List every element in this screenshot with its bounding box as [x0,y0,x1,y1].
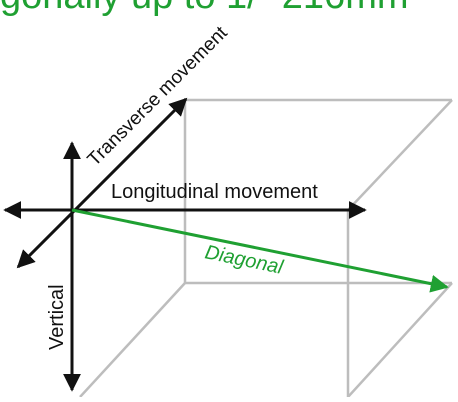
diagonal-arrow [71,208,449,293]
axis-arrows [3,97,367,392]
box-edge-bottom-right-diagonal [347,282,453,398]
transverse-label: Transverse movement [84,22,233,171]
page-title: gonally up to 1/" 216mm [0,0,458,18]
vertical-label: Vertical [46,284,68,350]
transverse-axis-arrow [16,97,188,269]
box-edge-bottom-left-diagonal [79,282,186,398]
diagonal-label: Diagonal [203,241,285,279]
box-edge-top-right-diagonal [347,99,453,211]
longitudinal-label: Longitudinal movement [111,181,318,203]
